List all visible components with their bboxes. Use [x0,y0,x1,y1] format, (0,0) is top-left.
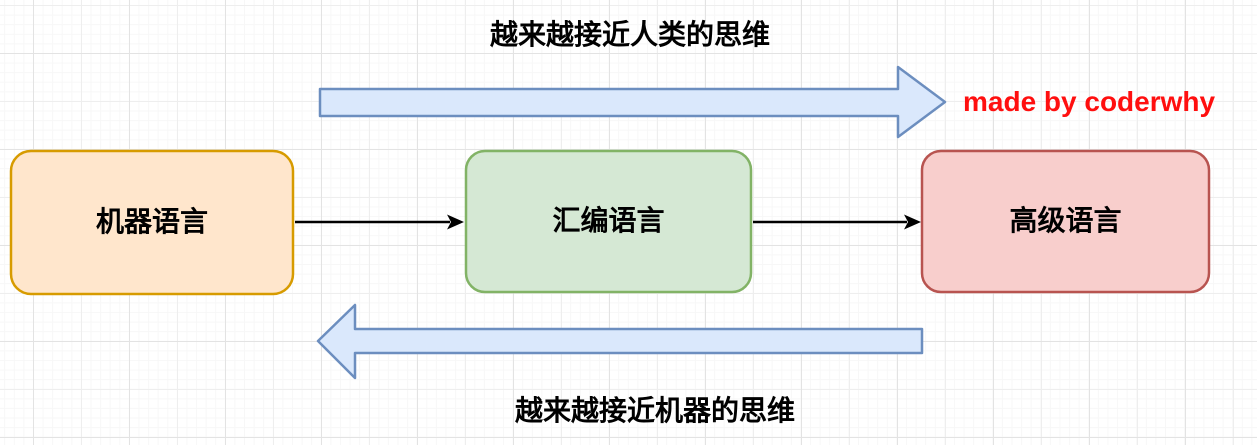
node-label-machine-language: 机器语言 [95,206,208,238]
credit-text: made by coderwhy [963,86,1216,117]
top-annotation-text: 越来越接近人类的思维 [489,19,770,50]
node-label-high-level-language: 高级语言 [1009,205,1122,237]
node-box-assembly-language [464,149,753,294]
flow-arrow-right [318,65,947,139]
node-label-assembly-language: 汇编语言 [552,205,665,237]
node-box-machine-language [9,149,295,296]
node-box-high-level-language [920,149,1211,294]
connector-arrow-1 [295,214,464,230]
flow-arrow-left [316,303,924,380]
bottom-annotation-text: 越来越接近机器的思维 [514,395,795,426]
connector-arrow-2 [753,214,921,230]
